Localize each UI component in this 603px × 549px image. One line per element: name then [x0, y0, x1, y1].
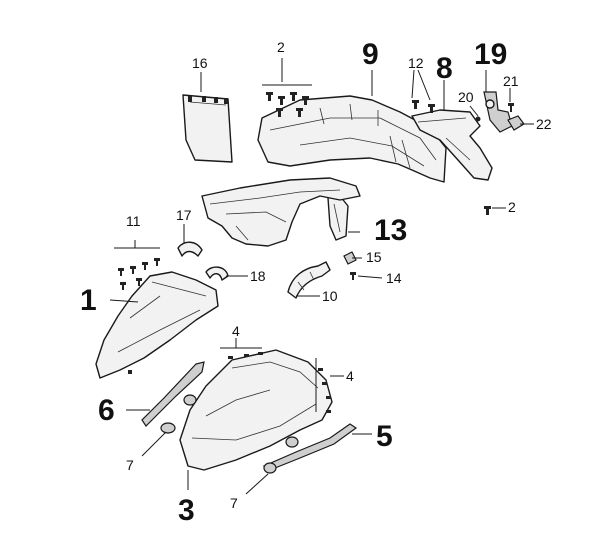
callout-16: 16	[192, 55, 208, 71]
callout-2-right: 2	[508, 199, 516, 215]
part-18-clip	[205, 266, 229, 281]
screw-2-right	[484, 206, 491, 215]
fasteners-14-15	[343, 251, 357, 280]
callout-21: 21	[503, 73, 519, 89]
part-17-clip	[177, 241, 203, 257]
callout-11: 11	[126, 213, 141, 229]
screws-12	[412, 100, 435, 113]
callout-10: 10	[322, 288, 338, 304]
part-1-front-cover	[95, 271, 219, 379]
callout-14: 14	[386, 270, 402, 286]
part-13-stay	[327, 195, 349, 241]
callout-7-left: 7	[126, 457, 134, 473]
fasteners-20-21	[475, 103, 514, 122]
part-8-rear-mudguard	[411, 109, 493, 181]
leader-lines	[109, 58, 534, 495]
callout-2-top: 2	[277, 39, 285, 55]
screws-11	[118, 258, 160, 290]
part-10-hose	[287, 261, 331, 299]
callout-8: 8	[436, 52, 453, 85]
callout-labels: 1 2 2 3 4 4 5 6 7 7 8 9 10 11 12 13 14 1…	[80, 38, 552, 527]
callout-3: 3	[178, 494, 195, 527]
callout-15: 15	[366, 249, 382, 265]
part-6-trim-strip-left	[141, 361, 205, 427]
part-19-bracket	[483, 91, 525, 133]
part-7-grommets	[160, 394, 299, 474]
center-cover	[201, 177, 361, 247]
callout-5: 5	[376, 420, 393, 453]
callout-1: 1	[80, 284, 97, 317]
callout-7-bottom: 7	[230, 495, 238, 511]
callout-17: 17	[176, 207, 192, 223]
callout-22: 22	[536, 116, 552, 132]
callout-4-right: 4	[346, 368, 354, 384]
part-16-flap	[182, 94, 233, 163]
callout-6: 6	[98, 394, 115, 427]
callout-13: 13	[374, 214, 407, 247]
callout-4-left: 4	[232, 323, 240, 339]
callout-9: 9	[362, 38, 379, 71]
callout-19: 19	[474, 38, 507, 71]
part-3-inner-panel	[179, 349, 333, 471]
part-9-rear-inner-fender	[257, 95, 447, 183]
callout-18: 18	[250, 268, 266, 284]
callout-20: 20	[458, 89, 474, 105]
callout-12: 12	[408, 55, 424, 71]
screws-2-top	[266, 92, 309, 117]
